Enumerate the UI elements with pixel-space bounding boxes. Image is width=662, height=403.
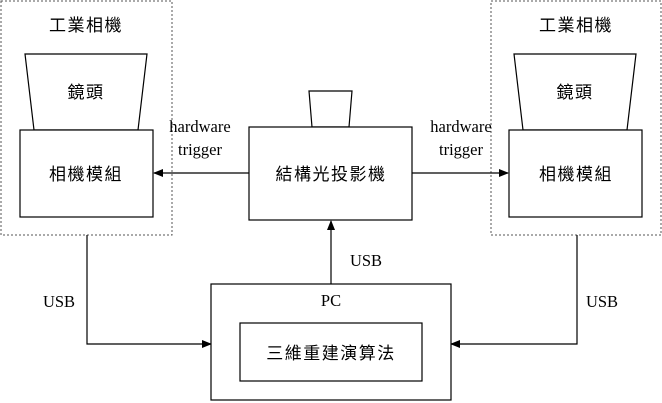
right-trigger-label-line1: hardware [430, 117, 491, 136]
right-camera-group-border [490, 0, 662, 236]
usb-left-label: USB [43, 292, 75, 311]
algorithm-box [239, 322, 423, 382]
projector-box [248, 126, 413, 221]
projector: 結構光投影機 [248, 90, 413, 221]
projector-label: 結構光投影機 [276, 165, 387, 185]
right-lens-label: 鏡頭 [557, 83, 594, 103]
usb-right-label: USB [586, 292, 618, 311]
projector-lens-shape [308, 90, 353, 128]
usb-top-label: USB [350, 251, 382, 270]
left-camera-module-label: 相機模組 [49, 165, 123, 185]
left-camera-title: 工業相機 [49, 16, 123, 36]
left-camera-group-border [0, 0, 173, 236]
left-trigger-label-line2: trigger [178, 140, 222, 159]
pc-title: PC [321, 291, 341, 310]
right-camera-module-label: 相機模組 [539, 165, 613, 185]
right-camera-to-pc-arrow [450, 235, 578, 348]
left-lens-label: 鏡頭 [68, 83, 105, 103]
pc: PC 三維重建演算法 [210, 283, 452, 401]
right-camera-module [508, 129, 643, 218]
left-camera-to-pc-arrow [86, 235, 212, 348]
left-trigger-label-line1: hardware [169, 117, 230, 136]
right-trigger-label-line2: trigger [439, 140, 483, 159]
algorithm-label: 三維重建演算法 [266, 344, 396, 364]
left-camera-group: 工業相機 鏡頭 相機模組 [0, 0, 173, 236]
left-camera-module [19, 129, 154, 218]
right-camera-group: 工業相機 鏡頭 相機模組 [490, 0, 662, 236]
right-camera-title: 工業相機 [539, 16, 613, 36]
